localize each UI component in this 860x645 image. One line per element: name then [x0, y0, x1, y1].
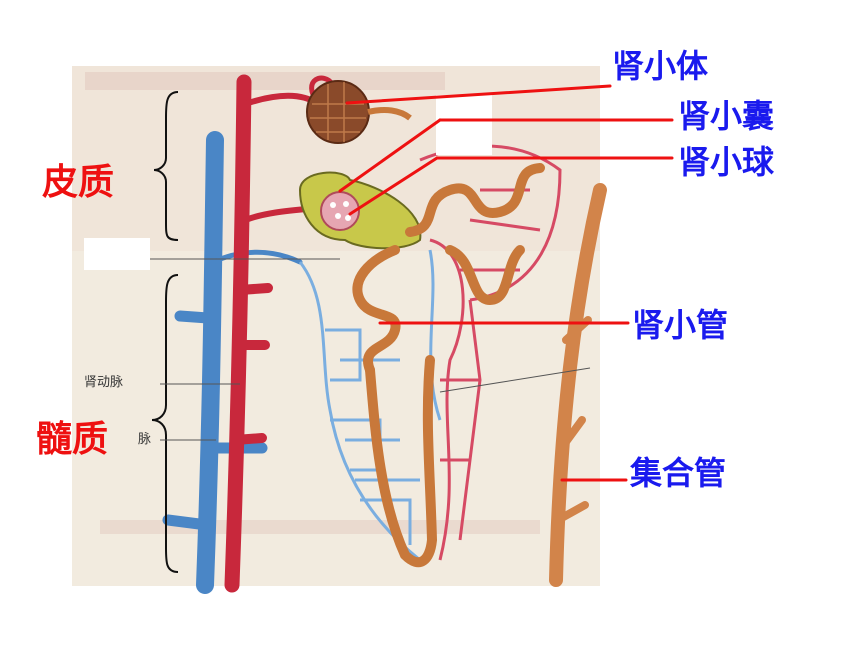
medulla-brace — [151, 274, 179, 573]
figure-leader-lines — [150, 258, 591, 441]
label-glomerulus: 肾小球 — [678, 143, 775, 181]
label-renal-capsule: 肾小囊 — [678, 97, 775, 135]
label-renal-tubule: 肾小管 — [632, 306, 729, 344]
upper-corpuscle — [306, 75, 412, 144]
label-cortex: 皮质 — [42, 162, 115, 203]
blank-label-box-1 — [436, 95, 492, 155]
renal-tubule-path — [352, 163, 545, 568]
annotation-leader-lines — [338, 84, 674, 482]
label-renal-artery: 肾动脉 — [84, 375, 124, 390]
lower-corpuscle — [298, 171, 422, 250]
cortex-brace — [153, 91, 179, 241]
label-collecting-duct: 集合管 — [630, 454, 727, 492]
label-medulla: 髓质 — [36, 419, 109, 460]
venous-capillary-network — [298, 249, 442, 562]
blank-label-box-2 — [84, 238, 150, 270]
label-renal-vein-partial: 脉 — [138, 432, 152, 447]
label-renal-corpuscle: 肾小体 — [612, 47, 709, 85]
